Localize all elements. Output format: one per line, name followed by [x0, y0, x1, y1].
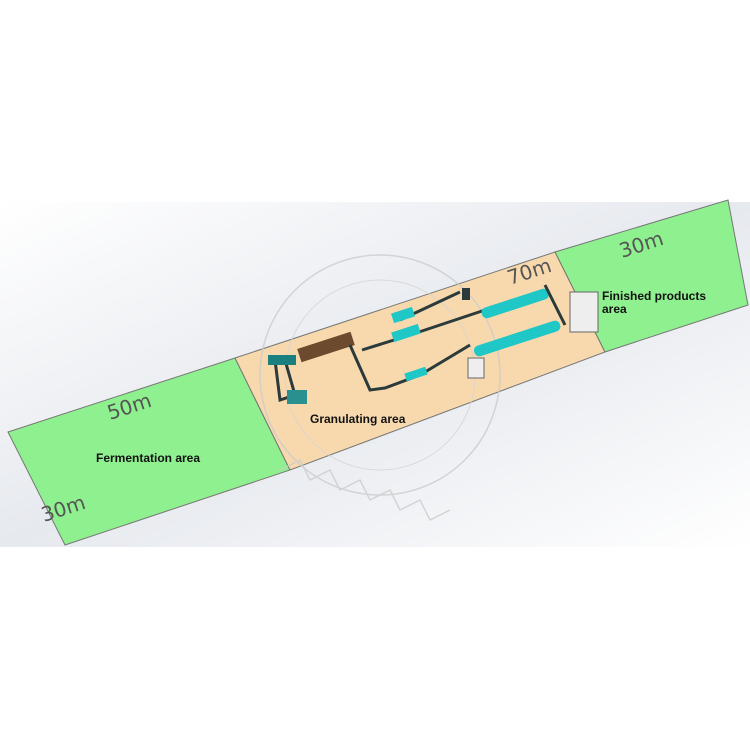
granulator-2 [391, 323, 421, 343]
belt-conveyor-2 [361, 308, 486, 352]
belt-conveyor-1 [348, 343, 471, 392]
rotary-dryer [481, 288, 549, 319]
return-conveyor [543, 284, 567, 326]
hopper [462, 288, 470, 300]
finished-area-label-line1: Finished products [602, 289, 706, 303]
screening-machine [404, 366, 428, 382]
fermentation-area-label: Fermentation area [96, 451, 200, 465]
granulator-1 [390, 306, 416, 324]
crusher [268, 355, 296, 365]
packing-machine [569, 291, 599, 333]
dust-collector [467, 357, 485, 379]
conveyor-platform [297, 331, 355, 363]
granulating-area-label: Granulating area [310, 412, 406, 426]
rotary-cooler [473, 320, 561, 357]
production-line [268, 284, 599, 404]
finished-area-label-line2: area [602, 302, 627, 316]
watermark-logo [259, 254, 501, 522]
mixer [287, 390, 307, 404]
